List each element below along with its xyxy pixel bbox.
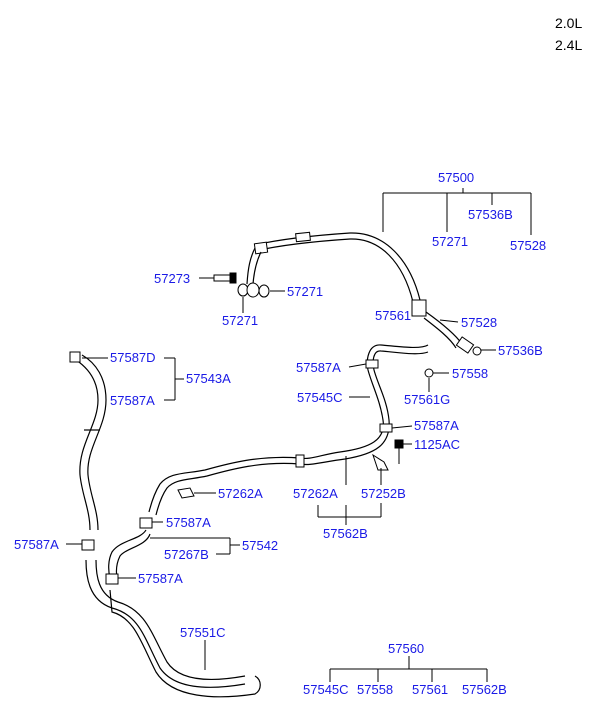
part-label-57543a: 57543A [186,371,231,386]
pressure-hose-assembly [246,231,475,354]
part-label-57267b: 57267B [164,547,209,562]
engine-variant-label: 2.4L [555,37,582,53]
part-label-57562b: 57562B [323,526,368,541]
part-label-57587a: 57587A [14,537,59,552]
part-label-1125ac: 1125AC [414,437,460,452]
part-label-57262a: 57262A [218,486,263,501]
part-label-57252b: 57252B [361,486,406,501]
part-label-57560: 57560 [388,641,424,656]
part-label-57273: 57273 [154,271,190,286]
part-label-57545c: 57545C [297,390,343,405]
part-label-57561g: 57561G [404,392,450,407]
part-label-57536b: 57536B [468,207,513,222]
part-label-57271: 57271 [432,234,468,249]
part-label-57561: 57561 [412,682,448,697]
part-label-57561: 57561 [375,308,411,323]
part-label-57528: 57528 [461,315,497,330]
part-label-57500: 57500 [438,170,474,185]
part-label-57551c: 57551C [180,625,226,640]
part-label-57587a: 57587A [138,571,183,586]
part-label-57587a: 57587A [414,418,459,433]
part-label-57558: 57558 [357,682,393,697]
part-label-57536b: 57536B [498,343,543,358]
part-label-57558: 57558 [452,366,488,381]
cooler-tube-assembly [85,517,261,698]
part-label-57587a: 57587A [166,515,211,530]
part-label-57587d: 57587D [110,350,156,365]
return-hose-assembly [148,344,434,516]
part-label-57587a: 57587A [110,393,155,408]
part-number-labels: 57500 57536B 57271 57528 57273 57271 572… [14,170,546,697]
part-label-57271: 57271 [287,284,323,299]
part-label-57545c: 57545C [303,682,349,697]
part-label-57542: 57542 [242,538,278,553]
part-label-57587a: 57587A [296,360,341,375]
engine-variant-label: 2.0L [555,15,582,31]
part-label-57562b: 57562B [462,682,507,697]
cooler-inlet-hose [69,351,107,551]
part-label-57528: 57528 [510,238,546,253]
part-label-57271: 57271 [222,313,258,328]
part-label-57262a: 57262A [293,486,338,501]
leader-lines [66,188,532,682]
banjo-bolt-and-washers [213,272,482,356]
